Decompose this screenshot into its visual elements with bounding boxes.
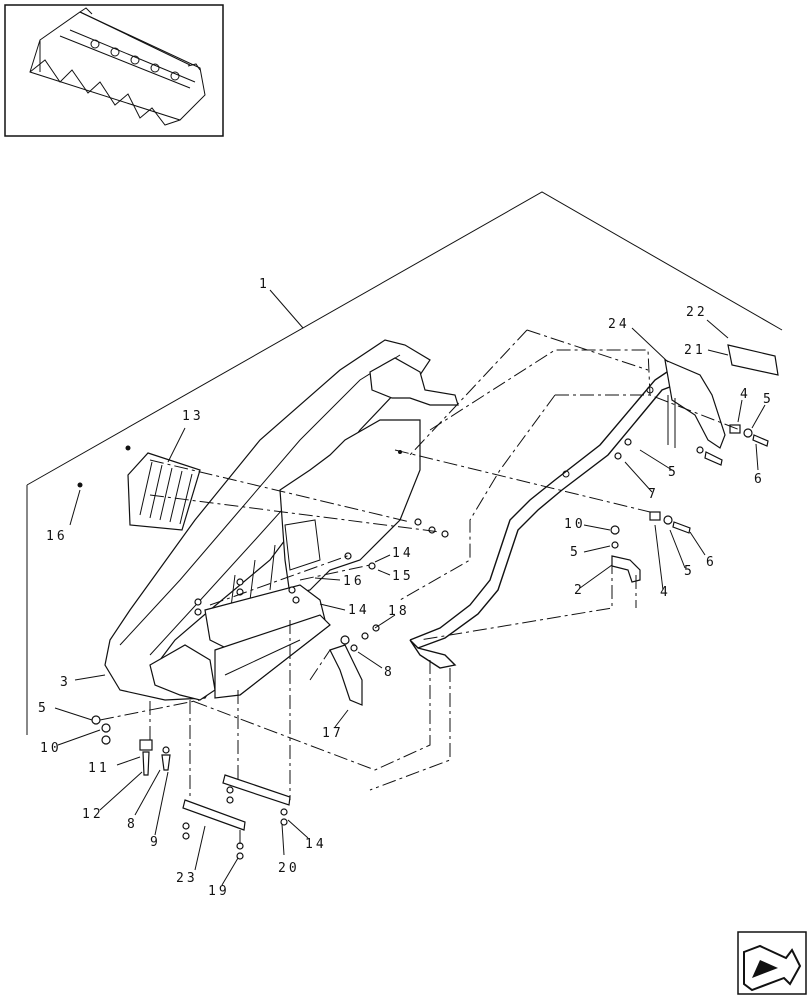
- next-page-arrow-icon[interactable]: [737, 931, 807, 995]
- callout-22: 22: [686, 305, 708, 320]
- snout-hood: [104, 339, 459, 701]
- callout-4: 4: [660, 585, 671, 600]
- callout-5: 5: [570, 545, 581, 560]
- callout-18: 18: [388, 604, 410, 619]
- callout-14: 14: [305, 837, 327, 852]
- callout-24: 24: [608, 317, 630, 332]
- decal-21: [727, 344, 779, 376]
- callout-8: 8: [127, 817, 138, 832]
- support-frame: [409, 359, 726, 669]
- callout-10: 10: [564, 517, 586, 532]
- callout-14: 14: [348, 603, 370, 618]
- corn-header-thumbnail-icon: [4, 4, 224, 137]
- callout-labels: 1 22 24 21 13 4 5 5 6 7 16 10 5 6 5 2 4 …: [38, 277, 774, 899]
- callout-12: 12: [82, 807, 104, 822]
- callout-5: 5: [668, 465, 679, 480]
- callout-2: 2: [574, 583, 585, 598]
- callout-7: 7: [648, 487, 659, 502]
- bracket-17: [329, 644, 363, 706]
- callout-3: 3: [60, 675, 71, 690]
- callout-4: 4: [740, 387, 751, 402]
- callout-17: 17: [322, 726, 344, 741]
- wear-plate-13: [77, 445, 201, 531]
- callout-6: 6: [754, 472, 765, 487]
- callout-19: 19: [208, 884, 230, 899]
- right-hardware: [398, 424, 769, 549]
- callout-15: 15: [392, 569, 414, 584]
- skid-straps: [182, 774, 291, 860]
- callout-20: 20: [278, 861, 300, 876]
- assembly-lines: [99, 329, 741, 845]
- callout-5: 5: [38, 701, 49, 716]
- callout-6: 6: [706, 555, 717, 570]
- callout-13: 13: [182, 409, 204, 424]
- callout-8: 8: [384, 665, 395, 680]
- callout-23: 23: [176, 871, 198, 886]
- callout-14: 14: [392, 546, 414, 561]
- leader-lines: [54, 289, 766, 886]
- callout-1: 1: [259, 277, 270, 292]
- callout-11: 11: [88, 761, 110, 776]
- callout-21: 21: [684, 343, 706, 358]
- callout-5: 5: [684, 564, 695, 579]
- callout-16: 16: [46, 529, 68, 544]
- callout-16: 16: [343, 574, 365, 589]
- assembly-boundary: [26, 191, 783, 486]
- callout-9: 9: [150, 835, 161, 850]
- callout-10: 10: [40, 741, 62, 756]
- callout-5: 5: [763, 392, 774, 407]
